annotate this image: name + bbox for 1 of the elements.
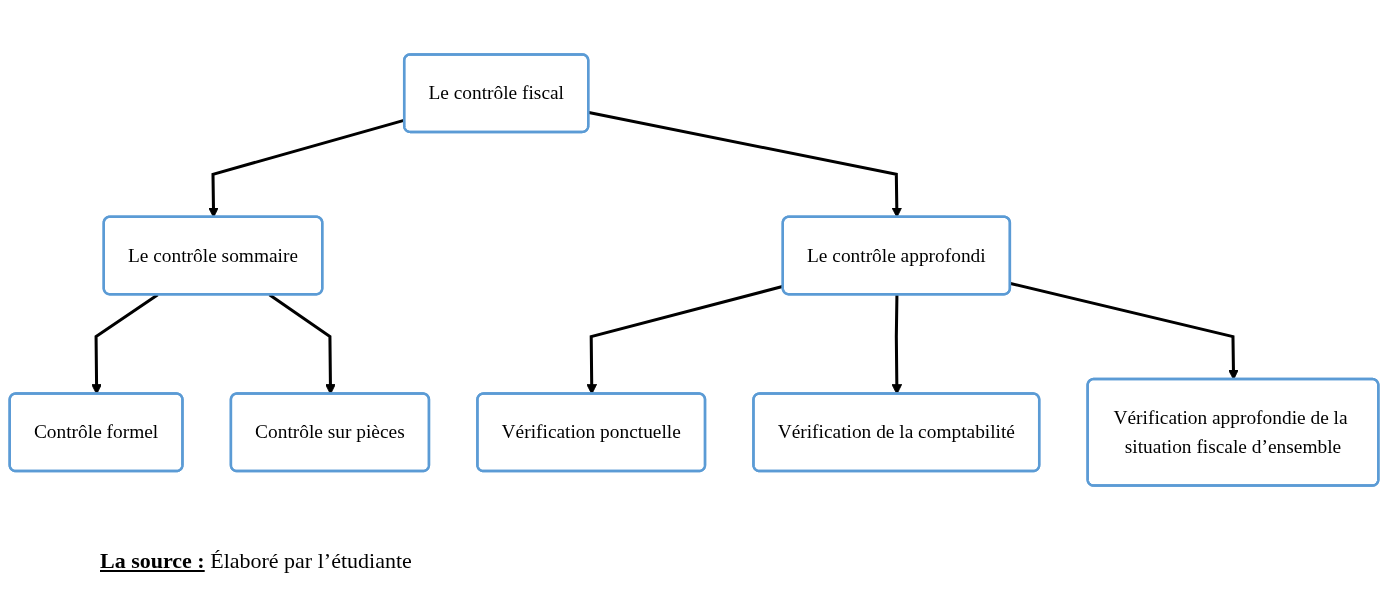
source-note: La source : Élaboré par l’étudiante (100, 548, 412, 574)
